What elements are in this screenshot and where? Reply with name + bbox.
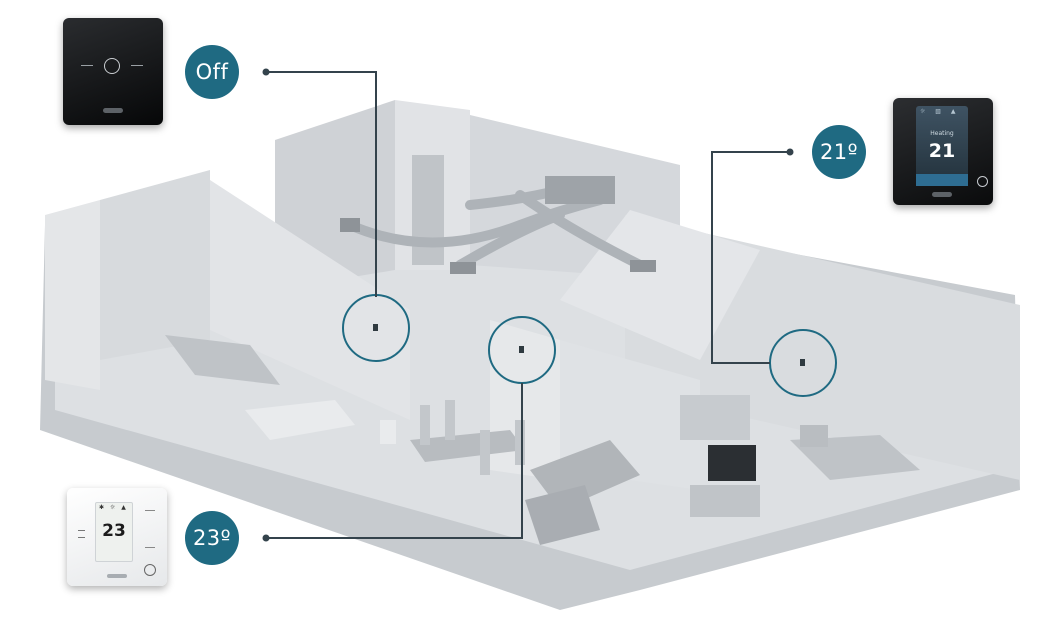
nightstand <box>800 425 828 447</box>
screen-temperature: 21 <box>928 140 956 162</box>
zone-status-badge-21: 21º <box>812 125 866 179</box>
thermostat-screen: ☼ ▧ ▲ Heating 21 <box>916 106 968 186</box>
screen-bottom-bar <box>916 174 968 186</box>
black-color-screen-thermostat: ☼ ▧ ▲ Heating 21 <box>893 98 993 205</box>
chair-2 <box>445 400 455 440</box>
lcd-temperature: 23 <box>102 521 126 541</box>
tv <box>708 445 756 481</box>
lcd-screen: ✱ ☼ ▲ 23 <box>95 502 133 562</box>
leader-dot-21 <box>786 148 794 156</box>
black-minimal-thermostat <box>63 18 163 125</box>
power-icon <box>144 564 156 576</box>
duct-plenum <box>545 176 615 204</box>
white-lcd-thermostat: ✱ ☼ ▲ 23 <box>67 488 167 586</box>
menu-icon <box>78 530 85 538</box>
power-icon <box>104 58 120 74</box>
bathtub <box>245 400 355 440</box>
side-marks <box>145 510 155 548</box>
shelf-unit <box>680 395 750 440</box>
brand-logo <box>103 108 123 113</box>
tall-cabinet <box>412 155 444 265</box>
wall-back-left <box>100 170 210 360</box>
mode-label: Heating <box>930 130 954 137</box>
duct-grille-3 <box>340 218 360 232</box>
toilet <box>380 420 396 444</box>
bed-left <box>165 335 280 385</box>
zone-status-badge-23: 23º <box>185 511 239 565</box>
tv-stand <box>690 485 760 517</box>
wall-sensor-23 <box>519 346 524 353</box>
chair-4 <box>515 420 525 465</box>
zone-status-badge-off: Off <box>185 45 239 99</box>
minus-icon <box>81 65 93 66</box>
brand-logo <box>932 192 952 197</box>
wall-sensor-21 <box>800 359 805 366</box>
duct-grille-1 <box>450 262 476 274</box>
leader-dot-off <box>262 68 270 76</box>
wall-sensor-off <box>373 324 378 331</box>
ring-button <box>977 176 988 187</box>
sofa-back <box>525 485 600 545</box>
leader-dot-23 <box>262 534 270 542</box>
wall-partition-left <box>210 180 410 420</box>
dining-table <box>410 430 525 462</box>
lcd-icons: ✱ ☼ ▲ <box>99 504 128 511</box>
status-icons: ☼ ▧ ▲ <box>920 108 960 115</box>
chair-1 <box>420 405 430 445</box>
leader-lines <box>266 71 790 539</box>
brand-logo <box>107 574 127 578</box>
duct-grille-2 <box>630 260 656 272</box>
chair-3 <box>480 430 490 475</box>
wall-left-outer <box>45 200 100 390</box>
plus-icon <box>131 65 143 66</box>
